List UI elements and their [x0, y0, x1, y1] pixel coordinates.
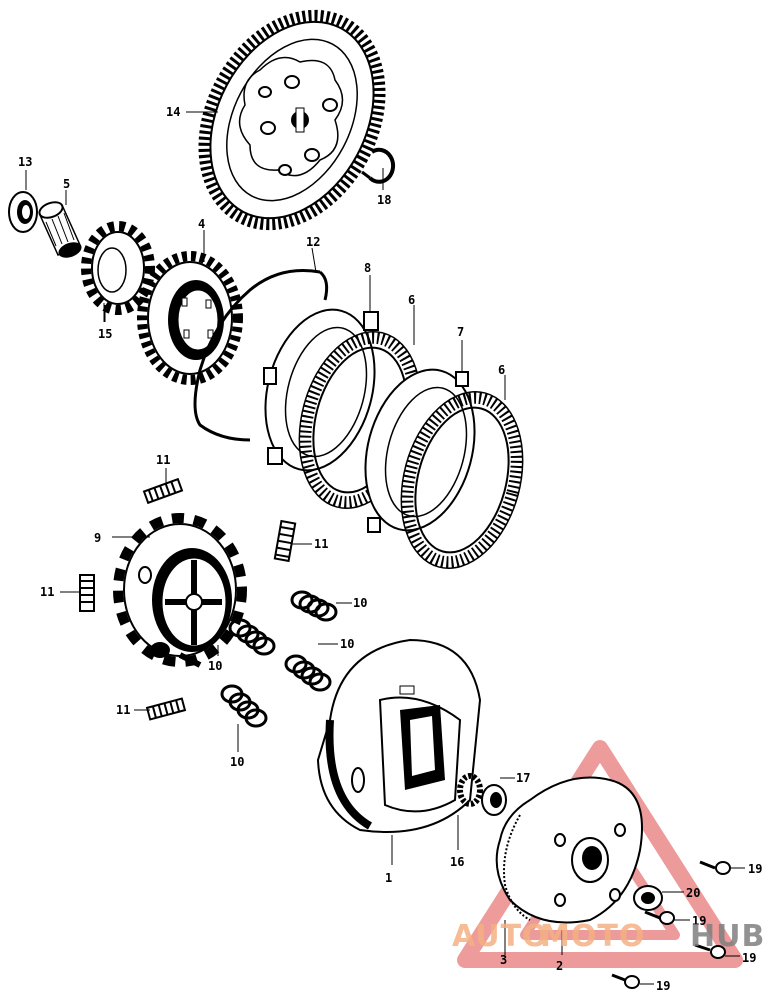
label-19b: 19 — [692, 914, 706, 928]
label-16: 16 — [450, 855, 464, 869]
label-19d: 19 — [656, 979, 670, 993]
watermark-text-moto: MOTO — [540, 919, 645, 954]
clutch-center-9 — [112, 513, 247, 668]
label-19c: 19 — [742, 951, 756, 965]
label-6a: 6 — [408, 293, 415, 307]
cover-plate-2 — [495, 776, 643, 955]
label-10d: 10 — [230, 755, 244, 769]
watermark-logo: AUTO MOTO HUB — [452, 919, 765, 954]
label-5: 5 — [63, 177, 70, 191]
label-9: 9 — [94, 531, 101, 545]
label-11c: 11 — [40, 585, 54, 599]
label-19a: 19 — [748, 862, 762, 876]
label-11a: 11 — [156, 453, 170, 467]
label-11b: 11 — [314, 537, 328, 551]
friction-disc-6b — [400, 375, 524, 569]
label-17: 17 — [516, 771, 530, 785]
label-12: 12 — [306, 235, 320, 249]
oil-seal-13 — [8, 170, 38, 233]
needle-bearing-5 — [38, 190, 82, 258]
label-3: 3 — [500, 953, 507, 967]
screw-19d — [611, 973, 654, 989]
label-10b: 10 — [340, 637, 354, 651]
label-11d: 11 — [116, 703, 130, 717]
spring-11d — [134, 697, 187, 721]
label-8: 8 — [364, 261, 371, 275]
label-4: 4 — [198, 217, 205, 231]
wire-ring-12 — [193, 247, 329, 442]
spring-10c — [284, 643, 338, 692]
watermark-text-hub: HUB — [690, 919, 765, 954]
screw-19b — [644, 910, 690, 925]
clutch-gear-4 — [137, 230, 243, 385]
spring-10b — [217, 618, 276, 656]
label-15: 15 — [98, 327, 112, 341]
gasket-3 — [503, 814, 531, 955]
ring-gear-14 — [198, 9, 386, 231]
spring-11a — [142, 468, 184, 505]
label-18: 18 — [377, 193, 391, 207]
label-6b: 6 — [498, 363, 505, 377]
clutch-drum-1 — [316, 638, 482, 865]
label-10c: 10 — [208, 659, 222, 673]
gear-17 — [457, 773, 515, 816]
spring-10d — [220, 684, 268, 752]
label-7: 7 — [457, 325, 464, 339]
spring-10a — [290, 590, 352, 622]
spring-11b — [273, 519, 312, 563]
label-14: 14 — [166, 105, 180, 119]
cap-20 — [633, 885, 684, 911]
spring-11c — [60, 574, 95, 612]
label-13: 13 — [18, 155, 32, 169]
circlip-18 — [361, 147, 396, 190]
label-10a: 10 — [353, 596, 367, 610]
label-1: 1 — [385, 871, 392, 885]
steel-plate-7 — [364, 340, 476, 533]
screw-19c — [694, 943, 740, 959]
pinion-gear-15 — [81, 221, 155, 322]
watermark-text-auto: AUTO — [452, 919, 549, 954]
screw-19a — [699, 860, 745, 875]
label-20: 20 — [686, 886, 700, 900]
label-2: 2 — [556, 959, 563, 973]
